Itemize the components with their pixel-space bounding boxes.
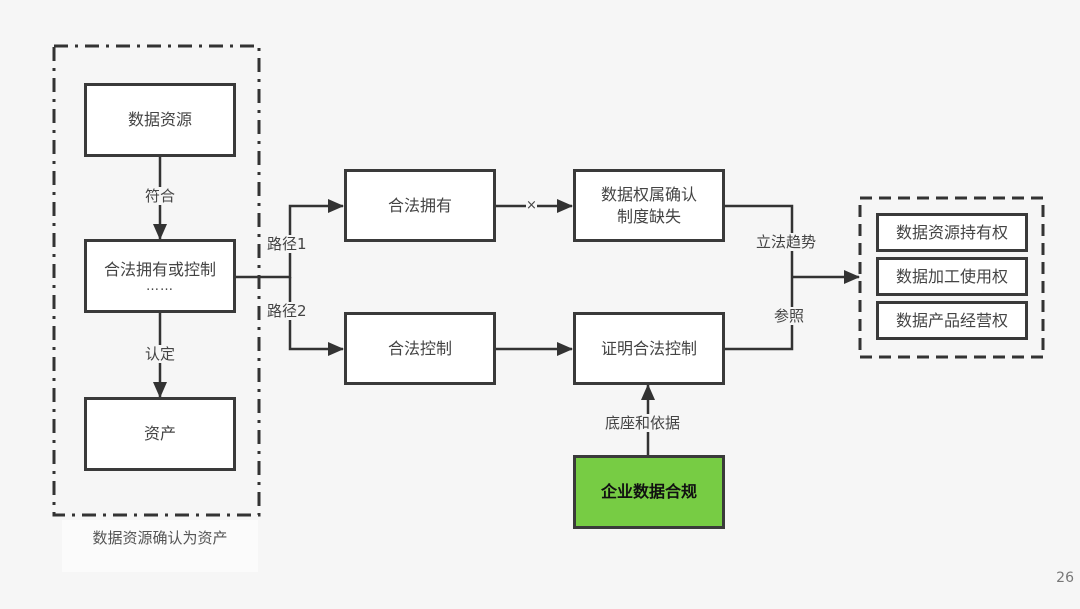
- page-number: 26: [1056, 570, 1074, 586]
- node-legal-own-label: 合法拥有: [387, 195, 452, 215]
- node-asset: 资产: [84, 397, 236, 471]
- edge-legislative-trend: [724, 204, 794, 277]
- edge-label-legislative-trend: 立法趋势: [756, 233, 817, 251]
- node-legal-control: 合法控制: [344, 312, 496, 385]
- edge-label-foundation: 底座和依据: [605, 414, 681, 432]
- edge-label-recognize: 认定: [145, 345, 176, 363]
- node-ownership-missing-line2: 制度缺失: [616, 206, 681, 226]
- edge-reference: [724, 277, 794, 351]
- node-compliance-label: 企业数据合规: [600, 482, 697, 501]
- node-legal-own-or-control-label: 合法拥有或控制: [103, 260, 216, 279]
- node-data-resource: 数据资源: [84, 83, 236, 157]
- caption-background: [62, 520, 258, 572]
- node-right-holding: 数据资源持有权: [876, 213, 1028, 252]
- edge-label-path2: 路径2: [267, 302, 307, 320]
- node-prove-control: 证明合法控制: [573, 312, 725, 385]
- node-right-operation-label: 数据产品经营权: [895, 310, 1008, 330]
- node-data-resource-label: 数据资源: [127, 110, 192, 129]
- node-right-processing-label: 数据加工使用权: [895, 266, 1008, 286]
- group-left-caption: 数据资源确认为资产: [92, 529, 228, 547]
- group-left-border: [52, 44, 261, 517]
- node-ownership-missing-line1: 数据权属确认: [600, 184, 697, 204]
- edge-label-conform: 符合: [145, 187, 176, 205]
- node-legal-own: 合法拥有: [344, 169, 496, 242]
- edge-path2: [288, 277, 344, 356]
- node-legal-own-or-control-ellipsis: ……: [146, 279, 174, 294]
- edge-label-blocked: ×: [526, 197, 537, 215]
- node-asset-label: 资产: [143, 424, 176, 443]
- node-right-holding-label: 数据资源持有权: [895, 222, 1008, 242]
- node-ownership-missing: 数据权属确认 制度缺失: [573, 169, 725, 242]
- node-prove-control-label: 证明合法控制: [600, 338, 697, 358]
- node-legal-own-or-control: 合法拥有或控制 ……: [84, 239, 236, 313]
- edge-label-path1: 路径1: [267, 235, 307, 253]
- node-compliance: 企业数据合规: [573, 455, 725, 529]
- edge-label-reference: 参照: [774, 307, 805, 325]
- node-legal-control-label: 合法控制: [387, 338, 452, 358]
- node-right-operation: 数据产品经营权: [876, 301, 1028, 340]
- node-right-processing: 数据加工使用权: [876, 257, 1028, 296]
